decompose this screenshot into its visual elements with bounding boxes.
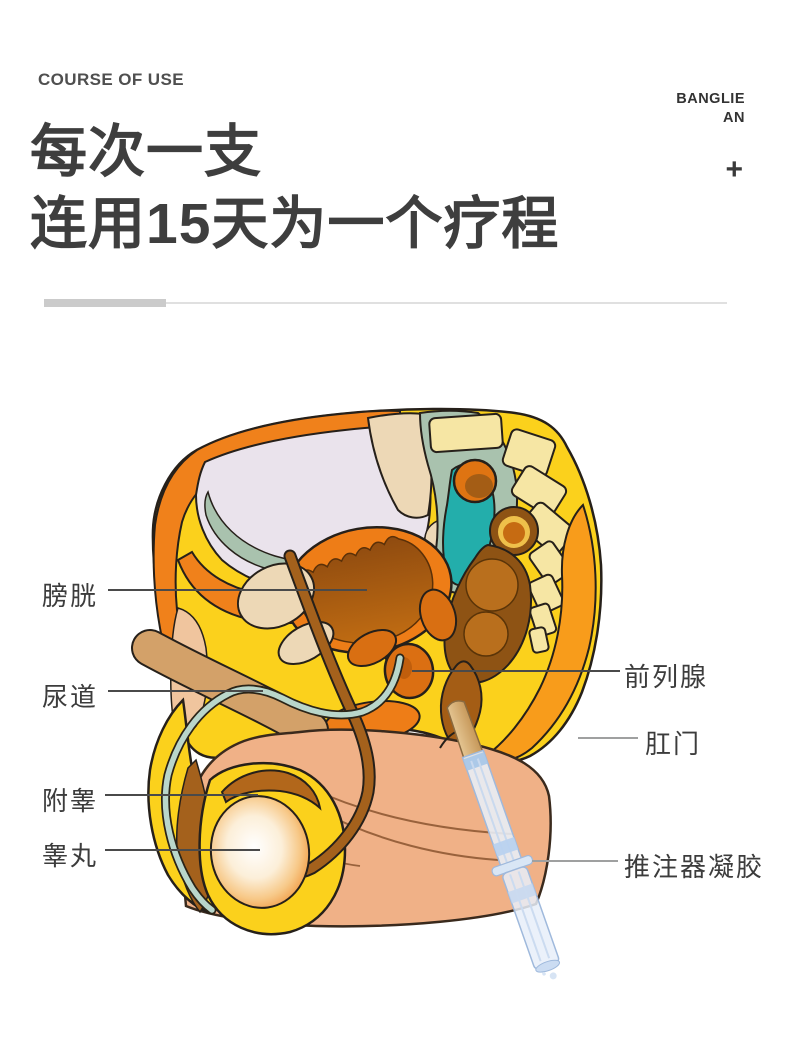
page-title-line1: 每次一支: [30, 120, 262, 184]
applicator-syringe: [446, 700, 561, 980]
leader-line-urethra: [108, 690, 263, 692]
eyebrow-text: COURSE OF USE: [38, 70, 184, 89]
sigmoid-colon: [452, 458, 498, 504]
seminal-vesicles: [346, 588, 458, 668]
divider-line: [44, 302, 727, 304]
applicator-tip: [446, 700, 485, 761]
vertebrae: [428, 412, 576, 654]
epididymis-shape: [220, 769, 322, 811]
divider-accent: [44, 299, 166, 307]
leader-line-injector: [532, 860, 618, 862]
urethra-line: [161, 653, 405, 915]
leader-line-epididymis: [105, 794, 258, 796]
brand-text: BANGLIE AN: [676, 91, 745, 127]
label-injector: 推注器凝胶: [624, 852, 765, 882]
plus-mark: +: [725, 153, 743, 186]
label-testis: 睾丸: [42, 841, 99, 871]
leader-line-bladder: [108, 589, 367, 591]
label-anus: 肛门: [645, 729, 702, 759]
label-bladder: 膀胱: [42, 581, 99, 611]
label-prostate: 前列腺: [624, 662, 709, 692]
leader-line-anus: [578, 737, 638, 739]
leader-line-testis: [105, 849, 260, 851]
label-urethra: 尿道: [42, 682, 99, 712]
label-epididymis: 附睾: [42, 786, 99, 816]
page-title-line2: 连用15天为一个疗程: [30, 192, 560, 256]
rectum: [443, 506, 539, 684]
testis-shape: [209, 795, 311, 909]
leader-line-prostate: [412, 670, 620, 672]
